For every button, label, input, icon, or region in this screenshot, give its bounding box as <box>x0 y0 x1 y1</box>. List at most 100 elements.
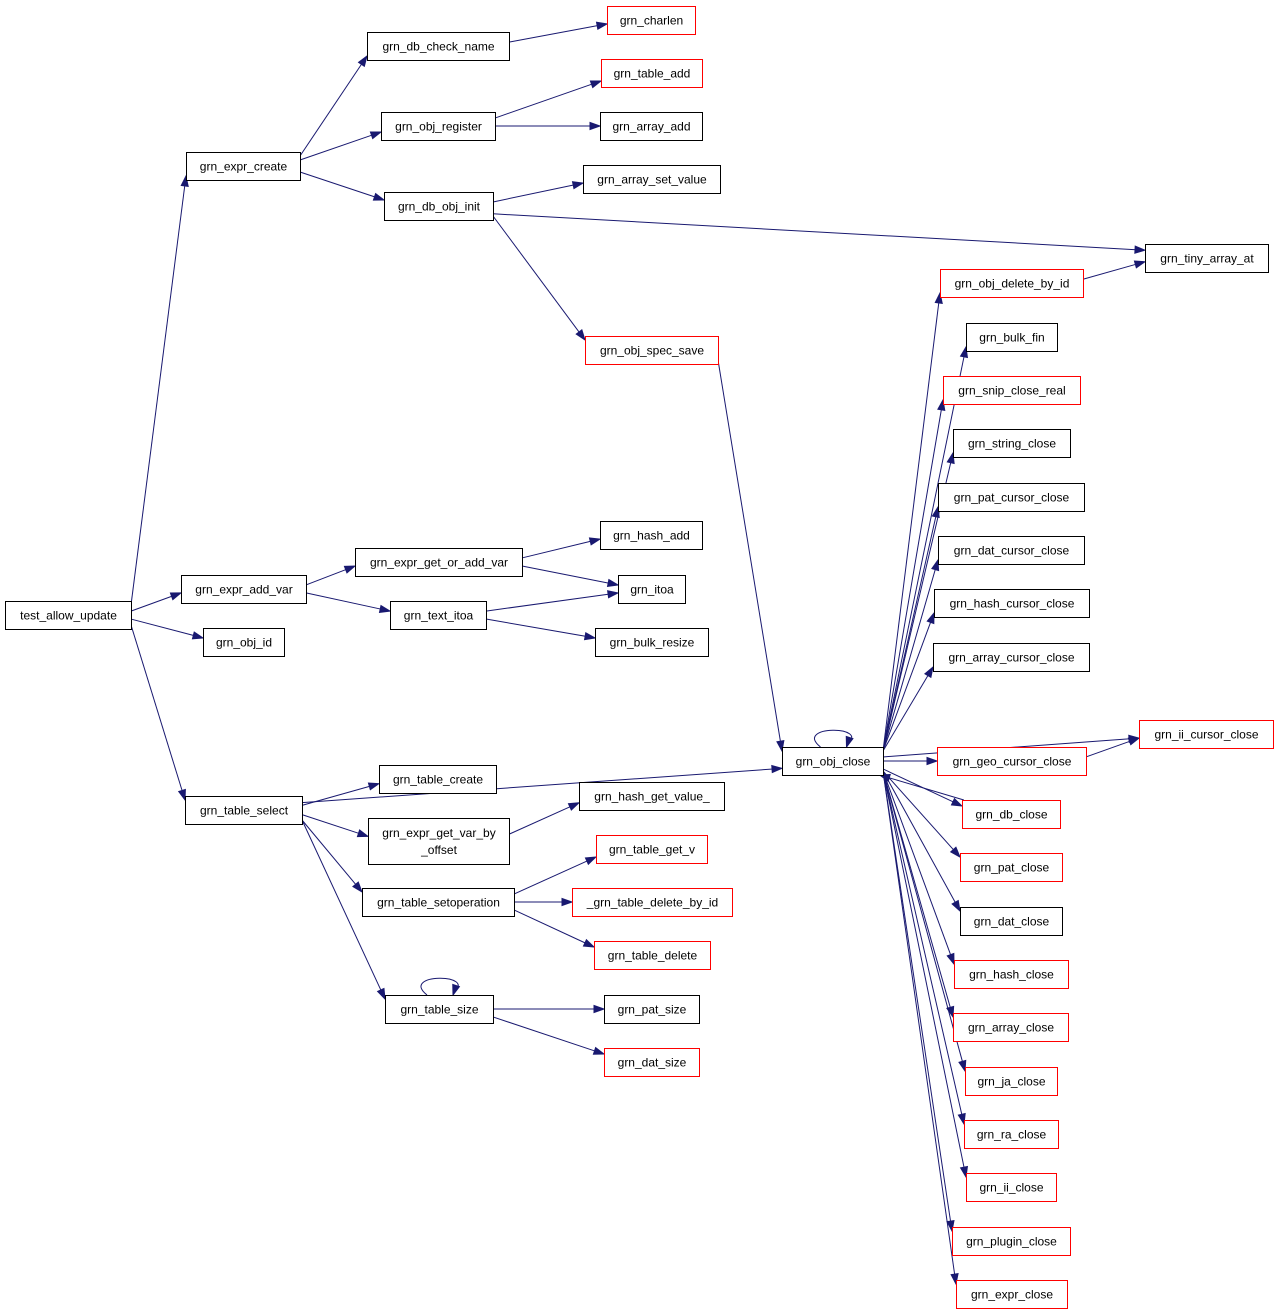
node-grn-pat-size[interactable]: grn_pat_size <box>604 995 700 1024</box>
edge-grn-obj-close-to-grn-pat-cursor-close <box>882 515 937 752</box>
edge-grn-expr-create-to-grn-obj-register <box>299 134 373 161</box>
node-grn-dat-close[interactable]: grn_dat_close <box>960 907 1063 936</box>
node-label: grn_array_close <box>968 1021 1054 1035</box>
node-test-allow-update[interactable]: test_allow_update <box>5 601 132 630</box>
node-box <box>381 112 496 141</box>
node-label: grn_itoa <box>630 583 674 597</box>
node-grn-pat-close[interactable]: grn_pat_close <box>960 853 1063 882</box>
node-label: grn_table_select <box>200 804 289 818</box>
node-box <box>618 575 686 604</box>
node-box <box>952 1227 1071 1256</box>
node-grn-ii-close[interactable]: grn_ii_close <box>966 1173 1057 1202</box>
node-grn-expr-add-var[interactable]: grn_expr_add_var <box>181 575 307 604</box>
node-grn-table-add[interactable]: grn_table_add <box>601 59 703 88</box>
edge-grn-db-close-to-grn-obj-close-arrowhead <box>878 773 891 783</box>
node-grn-table-select[interactable]: grn_table_select <box>185 796 303 825</box>
edge-grn-expr-create-to-grn-db-obj-init <box>299 171 376 198</box>
node-label: grn_table_add <box>614 67 691 81</box>
node-label: grn_db_check_name <box>382 40 494 54</box>
node-grn-dat-cursor-close[interactable]: grn_dat_cursor_close <box>938 536 1085 565</box>
node-grn-dat-size[interactable]: grn_dat_size <box>604 1048 700 1077</box>
edge-grn-db-obj-init-to-grn-array-set-value-arrowhead <box>571 181 585 190</box>
node-grn-obj-close[interactable]: grn_obj_close <box>782 747 884 776</box>
edge-grn-obj-close-to-grn-hash-close <box>882 770 952 956</box>
edge-grn-table-select-to-grn-expr-get-var-by-offset <box>301 814 360 835</box>
node-grn-obj-register[interactable]: grn_obj_register <box>381 112 496 141</box>
edge-grn-table-size-to-grn-dat-size <box>492 1016 596 1052</box>
node-label: grn_db_close <box>975 808 1047 822</box>
node-box <box>585 336 719 365</box>
node-label: grn_array_cursor_close <box>948 651 1074 665</box>
node-grn-db-close[interactable]: grn_db_close <box>962 800 1061 829</box>
edge-grn-obj-register-to-grn-table-add-arrowhead <box>589 80 603 89</box>
edge-grn-table-select-to-grn-expr-get-var-by-offset-arrowhead <box>356 829 370 838</box>
node-grn-bulk-resize[interactable]: grn_bulk_resize <box>595 628 709 657</box>
node-box <box>186 152 301 181</box>
node-grn-array-close[interactable]: grn_array_close <box>953 1013 1069 1042</box>
node-box <box>600 521 703 550</box>
node-grn-expr-close[interactable]: grn_expr_close <box>956 1280 1068 1309</box>
node-label: grn_geo_cursor_close <box>953 755 1072 769</box>
node--grn-table-delete-by-id[interactable]: _grn_table_delete_by_id <box>572 888 733 917</box>
node-label: grn_table_get_v <box>609 843 695 857</box>
node-grn-array-add[interactable]: grn_array_add <box>600 112 703 141</box>
node-grn-hash-cursor-close[interactable]: grn_hash_cursor_close <box>934 589 1090 618</box>
edge-grn-expr-get-or-add-var-to-grn-hash-add <box>521 540 592 559</box>
node-label: grn_expr_add_var <box>195 583 292 597</box>
node-grn-table-get-v[interactable]: grn_table_get_v <box>596 835 708 864</box>
node-grn-obj-delete-by-id[interactable]: grn_obj_delete_by_id <box>940 269 1084 298</box>
edge-grn-obj-close-to-grn-obj-close-arrowhead <box>845 735 854 749</box>
node-grn-hash-add[interactable]: grn_hash_add <box>600 521 703 550</box>
node-grn-snip-close-real[interactable]: grn_snip_close_real <box>943 376 1081 405</box>
node-grn-itoa[interactable]: grn_itoa <box>618 575 686 604</box>
node-grn-array-cursor-close[interactable]: grn_array_cursor_close <box>933 643 1090 672</box>
edge-test-allow-update-to-grn-table-select <box>130 624 183 792</box>
node-grn-array-set-value[interactable]: grn_array_set_value <box>583 165 721 194</box>
node-grn-bulk-fin[interactable]: grn_bulk_fin <box>966 323 1058 352</box>
node-label: grn_plugin_close <box>966 1235 1057 1249</box>
node-grn-charlen[interactable]: grn_charlen <box>607 6 696 35</box>
node-grn-expr-get-or-add-var[interactable]: grn_expr_get_or_add_var <box>355 548 523 577</box>
node-grn-geo-cursor-close[interactable]: grn_geo_cursor_close <box>937 747 1087 776</box>
node-grn-table-delete[interactable]: grn_table_delete <box>594 941 711 970</box>
node-label: grn_hash_add <box>613 529 690 543</box>
node-grn-table-setoperation[interactable]: grn_table_setoperation <box>362 888 515 917</box>
node-grn-hash-close[interactable]: grn_hash_close <box>954 960 1069 989</box>
edge-grn-obj-close-to-grn-ra-close <box>882 770 963 1116</box>
edge-grn-obj-close-to-grn-pat-close-arrowhead <box>949 846 962 859</box>
node-grn-text-itoa[interactable]: grn_text_itoa <box>390 601 487 630</box>
node-grn-table-create[interactable]: grn_table_create <box>379 765 497 794</box>
edge-grn-obj-close-to-grn-ra-close-arrowhead <box>957 1112 966 1126</box>
node-grn-db-check-name[interactable]: grn_db_check_name <box>367 32 510 61</box>
node-grn-pat-cursor-close[interactable]: grn_pat_cursor_close <box>938 483 1085 512</box>
node-grn-ii-cursor-close[interactable]: grn_ii_cursor_close <box>1139 720 1274 749</box>
edge-grn-obj-close-to-grn-string-close-arrowhead <box>946 451 955 465</box>
node-box <box>607 6 696 35</box>
node-label: grn_obj_spec_save <box>600 344 704 358</box>
node-grn-table-size[interactable]: grn_table_size <box>385 995 494 1024</box>
node-grn-hash-get-value-[interactable]: grn_hash_get_value_ <box>579 782 725 811</box>
node-grn-db-obj-init[interactable]: grn_db_obj_init <box>384 192 494 221</box>
edge-grn-table-setoperation-to-grn-table-get-v-arrowhead <box>584 856 598 866</box>
node-grn-tiny-array-at[interactable]: grn_tiny_array_at <box>1145 244 1269 273</box>
node-grn-ra-close[interactable]: grn_ra_close <box>964 1120 1059 1149</box>
edge-grn-geo-cursor-close-to-grn-ii-cursor-close <box>1085 740 1131 758</box>
edge-grn-db-obj-init-to-grn-obj-spec-save-arrowhead <box>575 329 586 342</box>
node-grn-string-close[interactable]: grn_string_close <box>953 429 1071 458</box>
node-grn-plugin-close[interactable]: grn_plugin_close <box>952 1227 1071 1256</box>
node-box <box>943 376 1081 405</box>
node-grn-expr-get-var-by-offset[interactable]: grn_expr_get_var_by_offset <box>368 818 510 865</box>
node-box <box>368 818 510 865</box>
node-label: grn_obj_id <box>216 636 272 650</box>
node-grn-obj-id[interactable]: grn_obj_id <box>203 628 285 657</box>
node-grn-obj-spec-save[interactable]: grn_obj_spec_save <box>585 336 719 365</box>
node-box <box>1139 720 1274 749</box>
node-box <box>938 483 1085 512</box>
node-grn-ja-close[interactable]: grn_ja_close <box>965 1067 1058 1096</box>
edge-grn-obj-close-to-grn-array-cursor-close-arrowhead <box>924 665 934 679</box>
node-label: grn_expr_create <box>200 160 288 174</box>
node-box <box>385 995 494 1024</box>
edge-grn-table-size-to-grn-pat-size-arrowhead <box>593 1004 606 1014</box>
node-grn-expr-create[interactable]: grn_expr_create <box>186 152 301 181</box>
edge-grn-obj-delete-by-id-to-grn-tiny-array-at <box>1082 263 1137 280</box>
